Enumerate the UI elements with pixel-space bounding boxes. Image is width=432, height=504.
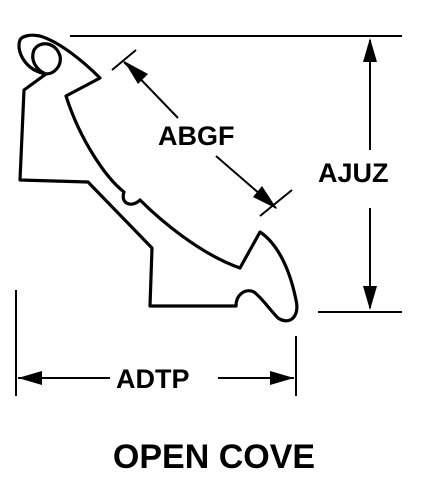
- diagonal-arrow-upper: [124, 61, 148, 84]
- diagonal-arrow-lower: [253, 186, 277, 209]
- width-label: ADTP: [116, 364, 190, 394]
- diagonal-label: ABGF: [158, 121, 235, 151]
- diagonal-extension-top: [111, 49, 137, 71]
- width-arrow-left: [18, 371, 42, 385]
- height-label: AJUZ: [318, 158, 389, 188]
- diagram-caption: OPEN COVE: [113, 438, 315, 476]
- height-arrow-down: [363, 286, 377, 310]
- diagonal-extension-bottom: [259, 189, 293, 217]
- molding-profile: [17, 33, 299, 323]
- height-arrow-up: [363, 38, 377, 62]
- width-arrow-right: [270, 371, 294, 385]
